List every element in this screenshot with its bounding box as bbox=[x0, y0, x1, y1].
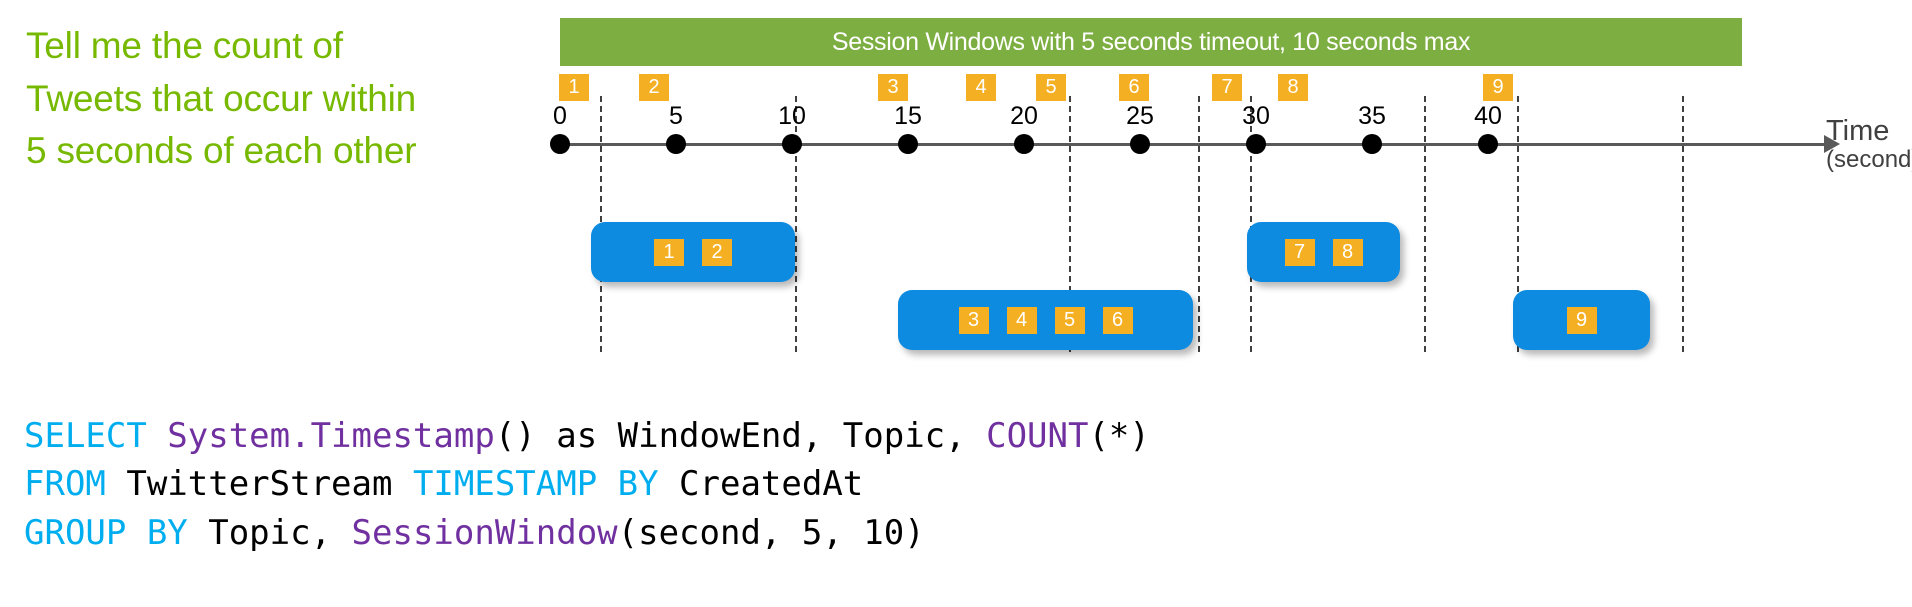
timeline-tick-label: 5 bbox=[669, 102, 683, 130]
timeline-tick-dot bbox=[1130, 134, 1150, 154]
sql-token: (*) bbox=[1088, 416, 1150, 456]
time-axis-label: Time bbox=[1826, 115, 1890, 147]
timeline-tick-label: 40 bbox=[1474, 102, 1502, 130]
event-marker: 7 bbox=[1212, 74, 1242, 101]
session-boundary-line bbox=[1424, 96, 1426, 352]
event-marker: 6 bbox=[1119, 74, 1149, 101]
timeline-tick-dot bbox=[1246, 134, 1266, 154]
session-boundary-line bbox=[1682, 96, 1684, 352]
timeline-tick-label: 10 bbox=[778, 102, 806, 130]
diagram-banner-title: Session Windows with 5 seconds timeout, … bbox=[560, 18, 1742, 66]
event-marker: 8 bbox=[1278, 74, 1308, 101]
session-event-marker: 4 bbox=[1006, 306, 1037, 334]
session-window-diagram: Session Windows with 5 seconds timeout, … bbox=[550, 18, 1912, 352]
session-window-4[interactable]: 9 bbox=[1513, 290, 1650, 350]
session-boundary-line bbox=[1069, 96, 1071, 352]
timeline-tick-label: 20 bbox=[1010, 102, 1038, 130]
timeline-tick-dot bbox=[666, 134, 686, 154]
sql-token: System.Timestamp bbox=[167, 416, 495, 456]
sql-line: SELECT System.Timestamp() as WindowEnd, … bbox=[24, 412, 1150, 460]
session-event-marker: 6 bbox=[1102, 306, 1133, 334]
event-marker: 1 bbox=[559, 74, 589, 101]
timeline-axis-line bbox=[560, 143, 1824, 146]
session-event-marker: 3 bbox=[958, 306, 989, 334]
session-boundary-line bbox=[795, 96, 797, 352]
timeline-tick-dot bbox=[1478, 134, 1498, 154]
sql-token: CreatedAt bbox=[679, 464, 864, 505]
sql-token: COUNT bbox=[986, 416, 1089, 456]
time-axis-caption: Time (second) bbox=[1826, 115, 1912, 174]
event-marker: 9 bbox=[1483, 74, 1513, 101]
timeline-tick-label: 30 bbox=[1242, 102, 1270, 130]
timeline-tick-label: 25 bbox=[1126, 102, 1154, 130]
timeline-tick-label: 0 bbox=[553, 102, 567, 130]
timeline-tick-label: 15 bbox=[894, 102, 922, 130]
timeline-tick-dot bbox=[1014, 134, 1034, 154]
sql-token: Topic, bbox=[208, 512, 352, 553]
event-marker: 4 bbox=[966, 74, 996, 101]
sql-token: SELECT bbox=[24, 416, 168, 456]
sql-token: SessionWindow bbox=[351, 512, 618, 553]
sql-query-block: SELECT System.Timestamp() as WindowEnd, … bbox=[24, 412, 1150, 557]
timeline-tick-dot bbox=[1362, 134, 1382, 154]
timeline-tick-label: 35 bbox=[1358, 102, 1386, 130]
event-marker: 2 bbox=[639, 74, 669, 101]
timeline-tick-dot bbox=[782, 134, 802, 154]
sql-token: (second, 5, 10) bbox=[617, 512, 925, 553]
session-boundary-line bbox=[1250, 96, 1252, 352]
sql-token: () as WindowEnd, Topic, bbox=[494, 416, 987, 456]
sql-token: TIMESTAMP BY bbox=[412, 464, 680, 505]
question-text: Tell me the count of Tweets that occur w… bbox=[26, 25, 417, 172]
time-axis-sub-label: (second) bbox=[1826, 146, 1912, 174]
session-event-marker: 7 bbox=[1284, 238, 1315, 266]
timeline-tick-dot bbox=[898, 134, 918, 154]
session-event-marker: 2 bbox=[702, 238, 732, 266]
session-event-marker: 1 bbox=[654, 238, 684, 266]
session-event-marker: 9 bbox=[1566, 306, 1597, 334]
session-boundary-line bbox=[1198, 96, 1200, 352]
session-event-marker: 8 bbox=[1332, 238, 1363, 266]
session-event-marker: 5 bbox=[1054, 306, 1085, 334]
sql-token: FROM bbox=[24, 464, 127, 505]
sql-token: TwitterStream bbox=[126, 464, 413, 505]
timeline-arrow-icon bbox=[1824, 135, 1840, 153]
timeline-tick-dot bbox=[550, 134, 570, 154]
sql-line: FROM TwitterStream TIMESTAMP BY CreatedA… bbox=[24, 460, 1150, 508]
sql-line: GROUP BY Topic, SessionWindow(second, 5,… bbox=[24, 509, 1150, 557]
sql-token: GROUP BY bbox=[24, 512, 209, 553]
event-marker: 5 bbox=[1036, 74, 1066, 101]
session-boundary-line bbox=[1517, 96, 1519, 352]
event-marker: 3 bbox=[878, 74, 908, 101]
